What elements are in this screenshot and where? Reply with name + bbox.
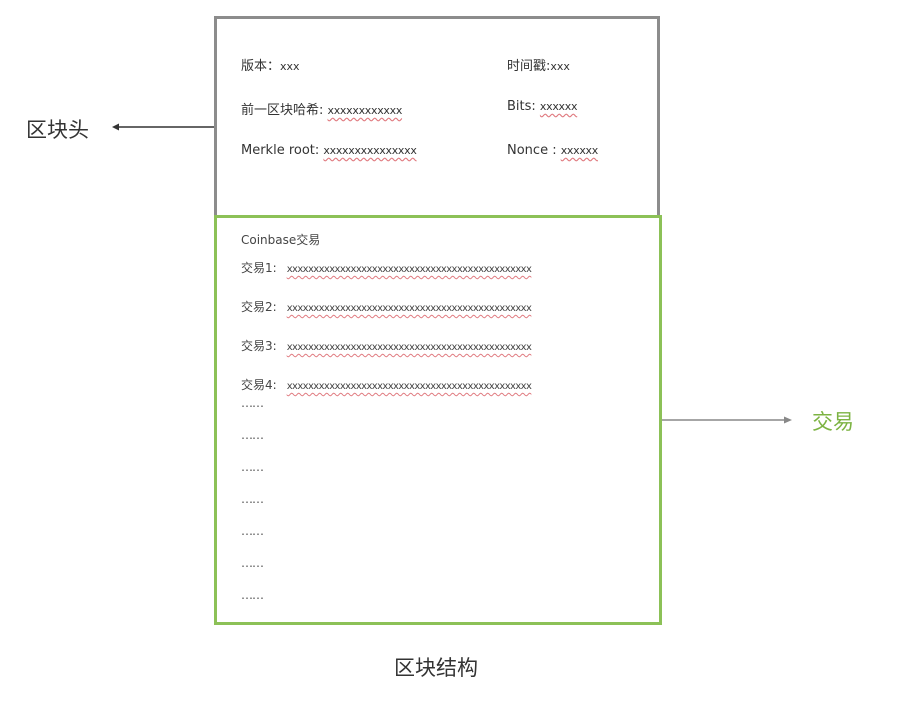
- arrow-left-icon: [112, 123, 216, 131]
- diagram-title: 区块结构: [394, 656, 478, 680]
- transaction-label: 交易3:: [241, 339, 277, 353]
- ellipsis: ……: [241, 556, 264, 570]
- field-label: 前一区块哈希:: [241, 103, 328, 118]
- ellipsis: ……: [241, 428, 264, 442]
- coinbase-transaction: Coinbase交易: [241, 233, 321, 247]
- field-value: xxxxxx: [560, 144, 599, 157]
- nonce-field: Nonce : xxxxxx: [507, 143, 598, 158]
- ellipsis: ……: [241, 492, 264, 506]
- merkle-root-field: Merkle root: xxxxxxxxxxxxxxx: [241, 143, 417, 158]
- block-header-box: 版本：xxx 前一区块哈希: xxxxxxxxxxxx Merkle root:…: [214, 16, 660, 216]
- timestamp-field: 时间戳:xxx: [507, 55, 570, 74]
- ellipsis: ……: [241, 588, 264, 602]
- field-value: xxx: [550, 60, 570, 73]
- prev-hash-field: 前一区块哈希: xxxxxxxxxxxx: [241, 99, 402, 118]
- transaction-label: 交易4:: [241, 378, 277, 392]
- field-value: xxx: [280, 60, 300, 73]
- field-value: xxxxxx: [539, 100, 578, 113]
- field-label: Nonce :: [507, 143, 561, 158]
- ellipsis: ……: [241, 460, 264, 474]
- field-label: Merkle root:: [241, 143, 324, 158]
- ellipsis: ……: [241, 396, 264, 410]
- field-label: Bits:: [507, 99, 540, 114]
- transaction-row: 交易4: xxxxxxxxxxxxxxxxxxxxxxxxxxxxxxxxxxxx…: [241, 376, 532, 393]
- transaction-value: xxxxxxxxxxxxxxxxxxxxxxxxxxxxxxxxxxxxxxxx…: [286, 303, 532, 314]
- transactions-label: 交易: [812, 410, 854, 434]
- field-label: 时间戳:: [507, 59, 551, 74]
- transaction-row: 交易1: xxxxxxxxxxxxxxxxxxxxxxxxxxxxxxxxxxxx…: [241, 259, 532, 276]
- bits-field: Bits: xxxxxx: [507, 99, 577, 114]
- transaction-row: 交易2: xxxxxxxxxxxxxxxxxxxxxxxxxxxxxxxxxxxx…: [241, 298, 532, 315]
- field-value: xxxxxxxxxxxx: [327, 104, 403, 117]
- transaction-value: xxxxxxxxxxxxxxxxxxxxxxxxxxxxxxxxxxxxxxxx…: [286, 342, 532, 353]
- ellipsis: ……: [241, 524, 264, 538]
- transactions-box: Coinbase交易 交易1: xxxxxxxxxxxxxxxxxxxxxxxxx…: [214, 215, 662, 625]
- arrow-right-icon: [662, 416, 792, 424]
- version-field: 版本：xxx: [241, 55, 300, 74]
- block-header-label: 区块头: [26, 118, 89, 142]
- transaction-label: 交易2:: [241, 300, 277, 314]
- field-label: 版本：: [241, 59, 281, 74]
- field-value: xxxxxxxxxxxxxxx: [323, 144, 417, 157]
- transaction-value: xxxxxxxxxxxxxxxxxxxxxxxxxxxxxxxxxxxxxxxx…: [286, 264, 532, 275]
- transaction-label: 交易1:: [241, 261, 277, 275]
- transaction-row: 交易3: xxxxxxxxxxxxxxxxxxxxxxxxxxxxxxxxxxxx…: [241, 337, 532, 354]
- transaction-value: xxxxxxxxxxxxxxxxxxxxxxxxxxxxxxxxxxxxxxxx…: [286, 381, 532, 392]
